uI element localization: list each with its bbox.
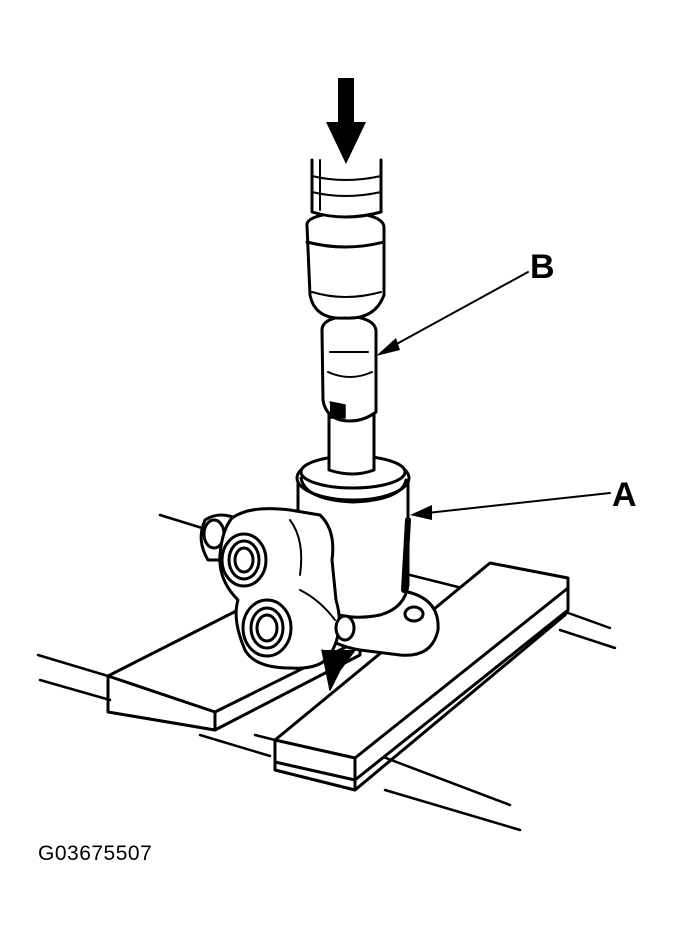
arrowhead-b xyxy=(376,338,400,356)
press-tool xyxy=(305,158,386,476)
leader-line-a xyxy=(417,492,611,515)
leader-line-b xyxy=(381,271,529,353)
callout-b-label: B xyxy=(530,248,555,286)
valve-housing xyxy=(199,454,440,691)
wooden-block-right xyxy=(273,561,570,792)
down-arrow-icon xyxy=(326,78,366,164)
figure-id: G03675507 xyxy=(38,842,153,865)
callout-a-label: A xyxy=(612,476,637,514)
arrowhead-a xyxy=(410,505,432,520)
